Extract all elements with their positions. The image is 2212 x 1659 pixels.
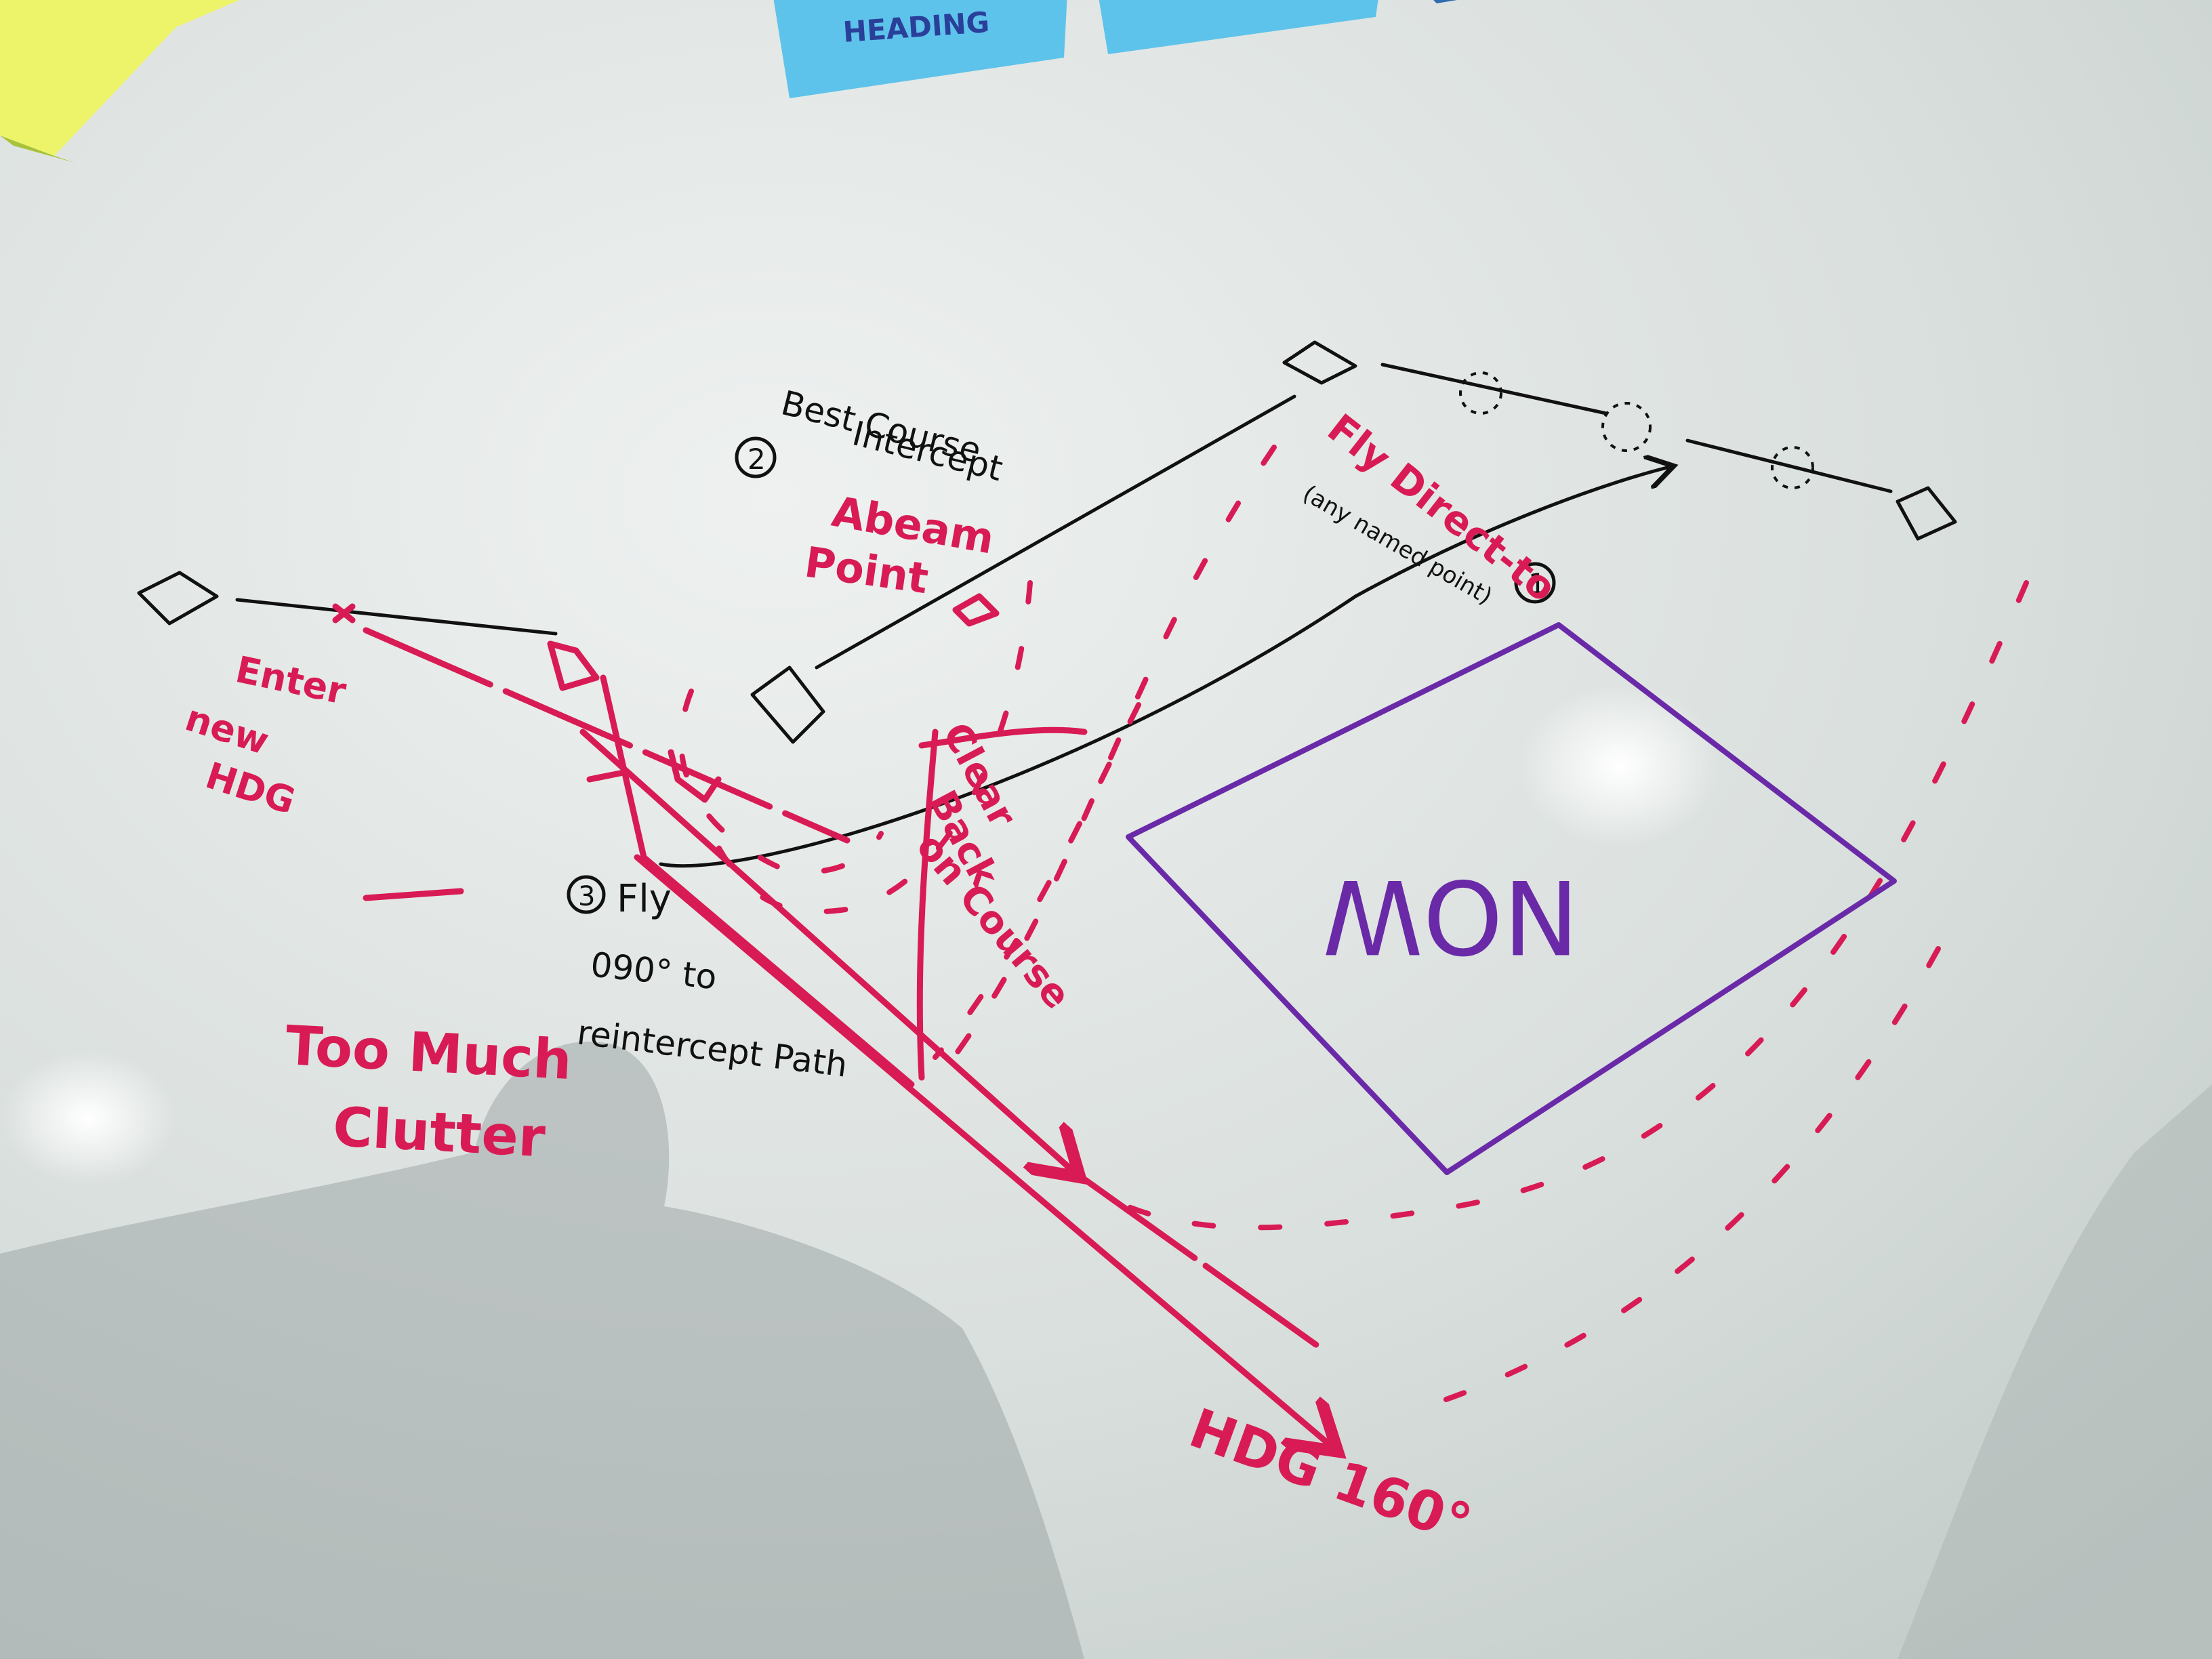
waypoint-icon — [1896, 486, 1957, 541]
step-number-badge — [567, 875, 606, 914]
dotted-waypoint-icon — [1601, 402, 1652, 452]
step-number-1: 1 — [1528, 567, 1547, 600]
sticky-note-yellow — [0, 0, 240, 163]
light-glare — [0, 1050, 176, 1186]
heading-change-paths — [332, 593, 1328, 1443]
clutter-label: Clutter — [331, 1095, 547, 1169]
sticky-note-heading: HEADING — [773, 0, 1067, 98]
dotted-waypoint-icon — [1459, 371, 1502, 415]
light-glare — [1518, 684, 1721, 847]
step-number-2: 2 — [747, 443, 766, 476]
waypoint-icon — [137, 571, 219, 626]
step-number-3: 3 — [578, 881, 595, 912]
step-number-badge — [1514, 562, 1556, 604]
dashed-turn-paths — [678, 445, 2029, 1412]
dotted-waypoint-icon — [1771, 446, 1814, 489]
waypoint-icon — [750, 665, 825, 744]
waypoint-icon — [1282, 340, 1357, 385]
planned-route — [235, 363, 1893, 868]
fly-label: Fly — [617, 877, 672, 921]
now-zone: NOW — [1126, 622, 1897, 1175]
waypoint-icon — [547, 640, 600, 691]
sticky-note-blue — [1099, 0, 1378, 54]
right-shadow — [1898, 1084, 2212, 1659]
sticky-note-edge — [1433, 0, 1457, 3]
step-number-badge — [735, 436, 777, 478]
now-label: NOW — [1322, 857, 1579, 975]
person-shadow — [0, 1041, 1084, 1659]
too-much-label: Too Much — [284, 1014, 573, 1092]
